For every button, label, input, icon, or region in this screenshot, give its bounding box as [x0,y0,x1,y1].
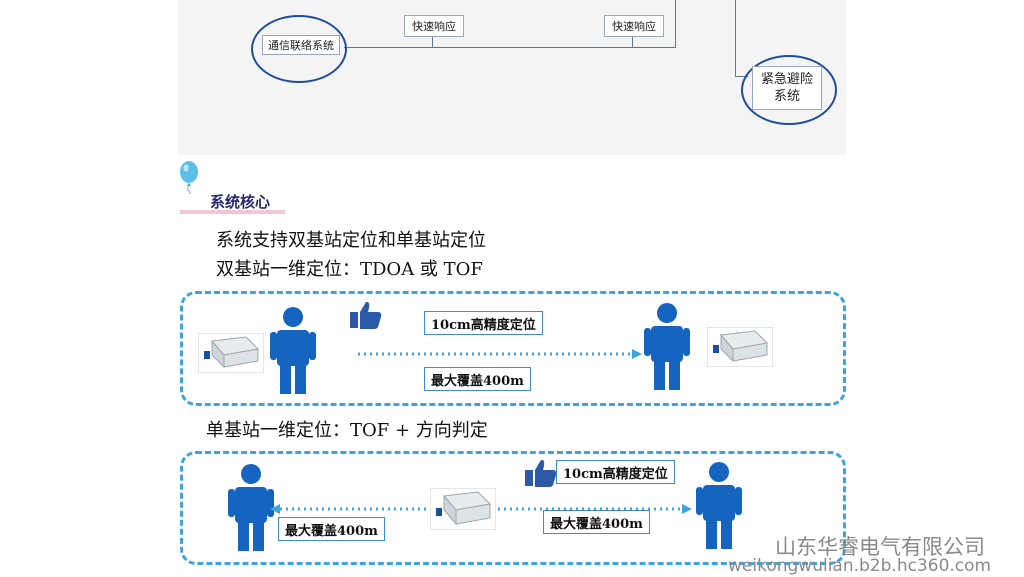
watermark-url: weikongwulian.b2b.hc360.com [728,556,992,576]
person-icon [226,463,276,557]
dotted-arrow-right [498,500,692,519]
watermark-company: 山东华睿电气有限公司 [775,535,985,559]
connector-line [344,47,676,48]
connector-line [735,0,736,76]
section-title: 系统核心 [210,193,271,211]
positioning-summary: 系统支持双基站定位和单基站定位 [216,230,486,251]
connector-line [432,35,433,48]
base-station-device-icon [429,487,497,534]
person-icon [694,461,744,555]
person-icon [268,306,318,400]
base-station-device-icon [197,332,265,377]
dual-station-panel [180,291,846,406]
balloon-icon [178,160,200,198]
precision-label: 10cm高精度定位 [424,311,543,335]
coverage-label: 最大覆盖400m [424,367,531,391]
emergency-system-ellipse [741,55,837,125]
comm-system-node: 通信联络系统 [262,35,340,55]
fast-response-node-1: 快速响应 [404,15,464,37]
person-icon [642,302,692,396]
emergency-system-node: 紧急避险 系统 [752,66,822,110]
connector-line [632,35,633,48]
single-station-panel [180,451,846,565]
thumbs-up-icon [525,458,557,492]
base-station-device-icon [706,326,774,371]
dotted-arrow-left [270,500,430,519]
dual-station-title: 双基站一维定位：TDOA 或 TOF [216,259,483,280]
comm-system-ellipse [251,15,347,83]
heading-underline [180,210,285,214]
single-station-title: 单基站一维定位：TOF + 方向判定 [206,420,488,441]
emergency-line-1: 紧急避险 [760,72,813,87]
connector-line [735,76,748,77]
dotted-arrow-right [358,345,642,364]
thumbs-up-icon [350,300,382,334]
emergency-line-2: 系统 [773,89,800,104]
coverage-right-label: 最大覆盖400m [543,510,650,534]
coverage-left-label: 最大覆盖400m [278,517,385,541]
precision-label: 10cm高精度定位 [556,460,675,484]
fast-response-node-2: 快速响应 [604,15,664,37]
connector-line [675,0,676,48]
